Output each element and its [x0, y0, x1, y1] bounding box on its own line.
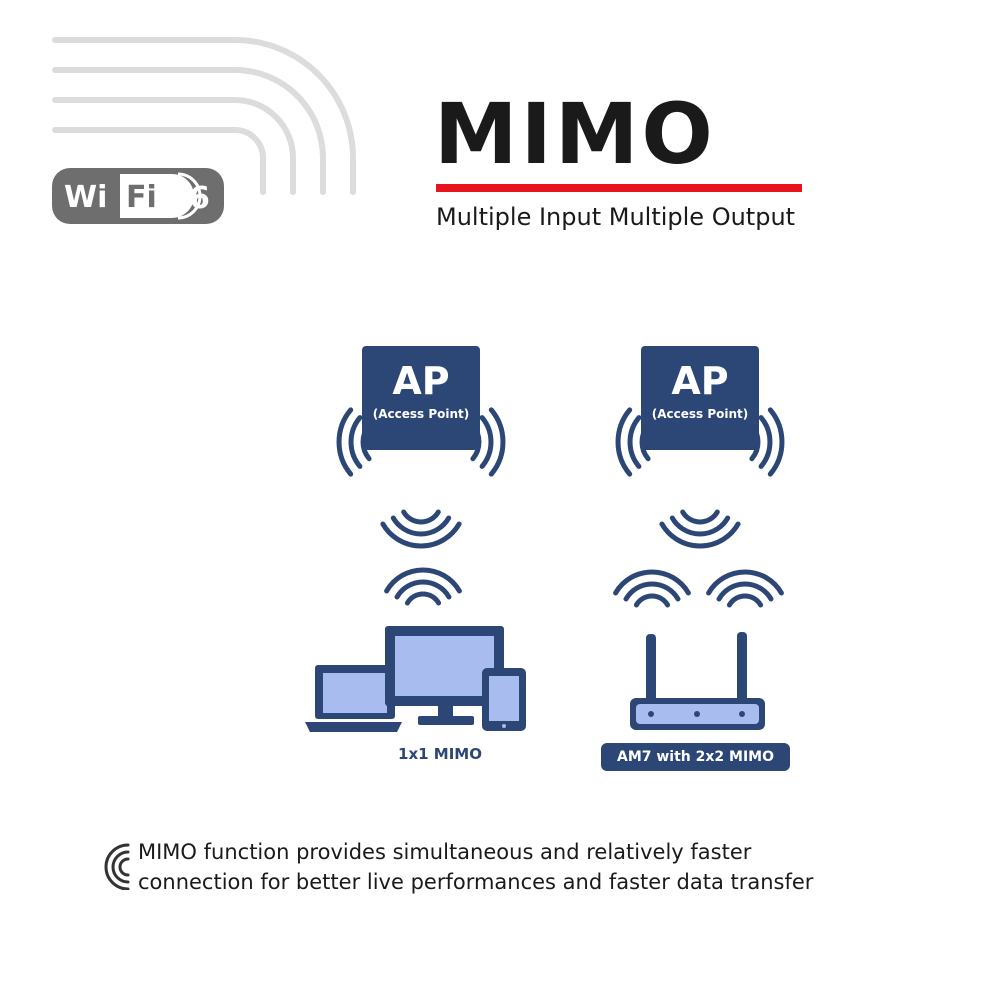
description-line-1: MIMO function provides simultaneous and …: [138, 840, 752, 864]
tablet-icon: [482, 668, 526, 731]
signal-arc-bottom: [390, 515, 452, 537]
access-point-box-left: AP (Access Point): [362, 346, 480, 450]
signal-arc-bottom: [401, 509, 441, 525]
signal-arc-left: [336, 407, 354, 477]
ap-label: AP: [671, 359, 729, 403]
wifi-arcs-decoration-icon: [52, 37, 356, 195]
wifi-badge-wi: Wi: [64, 180, 107, 215]
ap-sublabel: (Access Point): [372, 407, 470, 421]
signal-arc-top: [633, 593, 671, 608]
signal-arc-bottom: [380, 521, 462, 549]
page-subtitle: Multiple Input Multiple Output: [436, 203, 796, 231]
access-point-box-right: AP (Access Point): [641, 346, 759, 450]
laptop-icon: [305, 665, 402, 732]
signal-arc-top: [716, 581, 774, 602]
monitor-icon: [385, 626, 504, 725]
ap-label: AP: [392, 359, 450, 403]
mimo-diagram: [305, 407, 785, 732]
signal-arc-right: [488, 407, 506, 477]
signal-arc-right: [758, 415, 773, 469]
wifi-signal-icon: [104, 843, 130, 890]
signal-arc-right: [767, 407, 785, 477]
wifi-badge-fi: Fi: [126, 180, 157, 215]
signal-arc-top: [384, 567, 462, 594]
description-line-2: connection for better live performances …: [138, 870, 814, 894]
signal-arc-bottom: [659, 521, 741, 549]
signal-arc-top: [726, 593, 764, 608]
label-am7-2x2-mimo: AM7 with 2x2 MIMO: [601, 743, 790, 771]
wifi-badge-6: 6: [189, 181, 210, 216]
wifi-6-badge: Wi Fi 6: [52, 168, 224, 224]
signal-arc-top: [394, 579, 452, 600]
signal-arc-left: [615, 407, 633, 477]
router-icon: [630, 632, 765, 730]
signal-arc-right: [479, 415, 494, 469]
signal-arc-top: [706, 569, 784, 596]
signal-arc-bottom: [680, 509, 720, 525]
ap-sublabel: (Access Point): [651, 407, 749, 421]
page-title: MIMO: [434, 85, 716, 183]
title-underline: [436, 184, 802, 192]
signal-arc-left: [627, 415, 642, 469]
signal-arc-top: [623, 581, 681, 602]
signal-arc-bottom: [669, 515, 731, 537]
label-1x1-mimo: 1x1 MIMO: [398, 745, 482, 763]
signal-arc-top: [404, 591, 442, 606]
signal-arc-top: [613, 569, 691, 596]
signal-waves: [336, 407, 785, 608]
signal-arc-left: [348, 415, 363, 469]
